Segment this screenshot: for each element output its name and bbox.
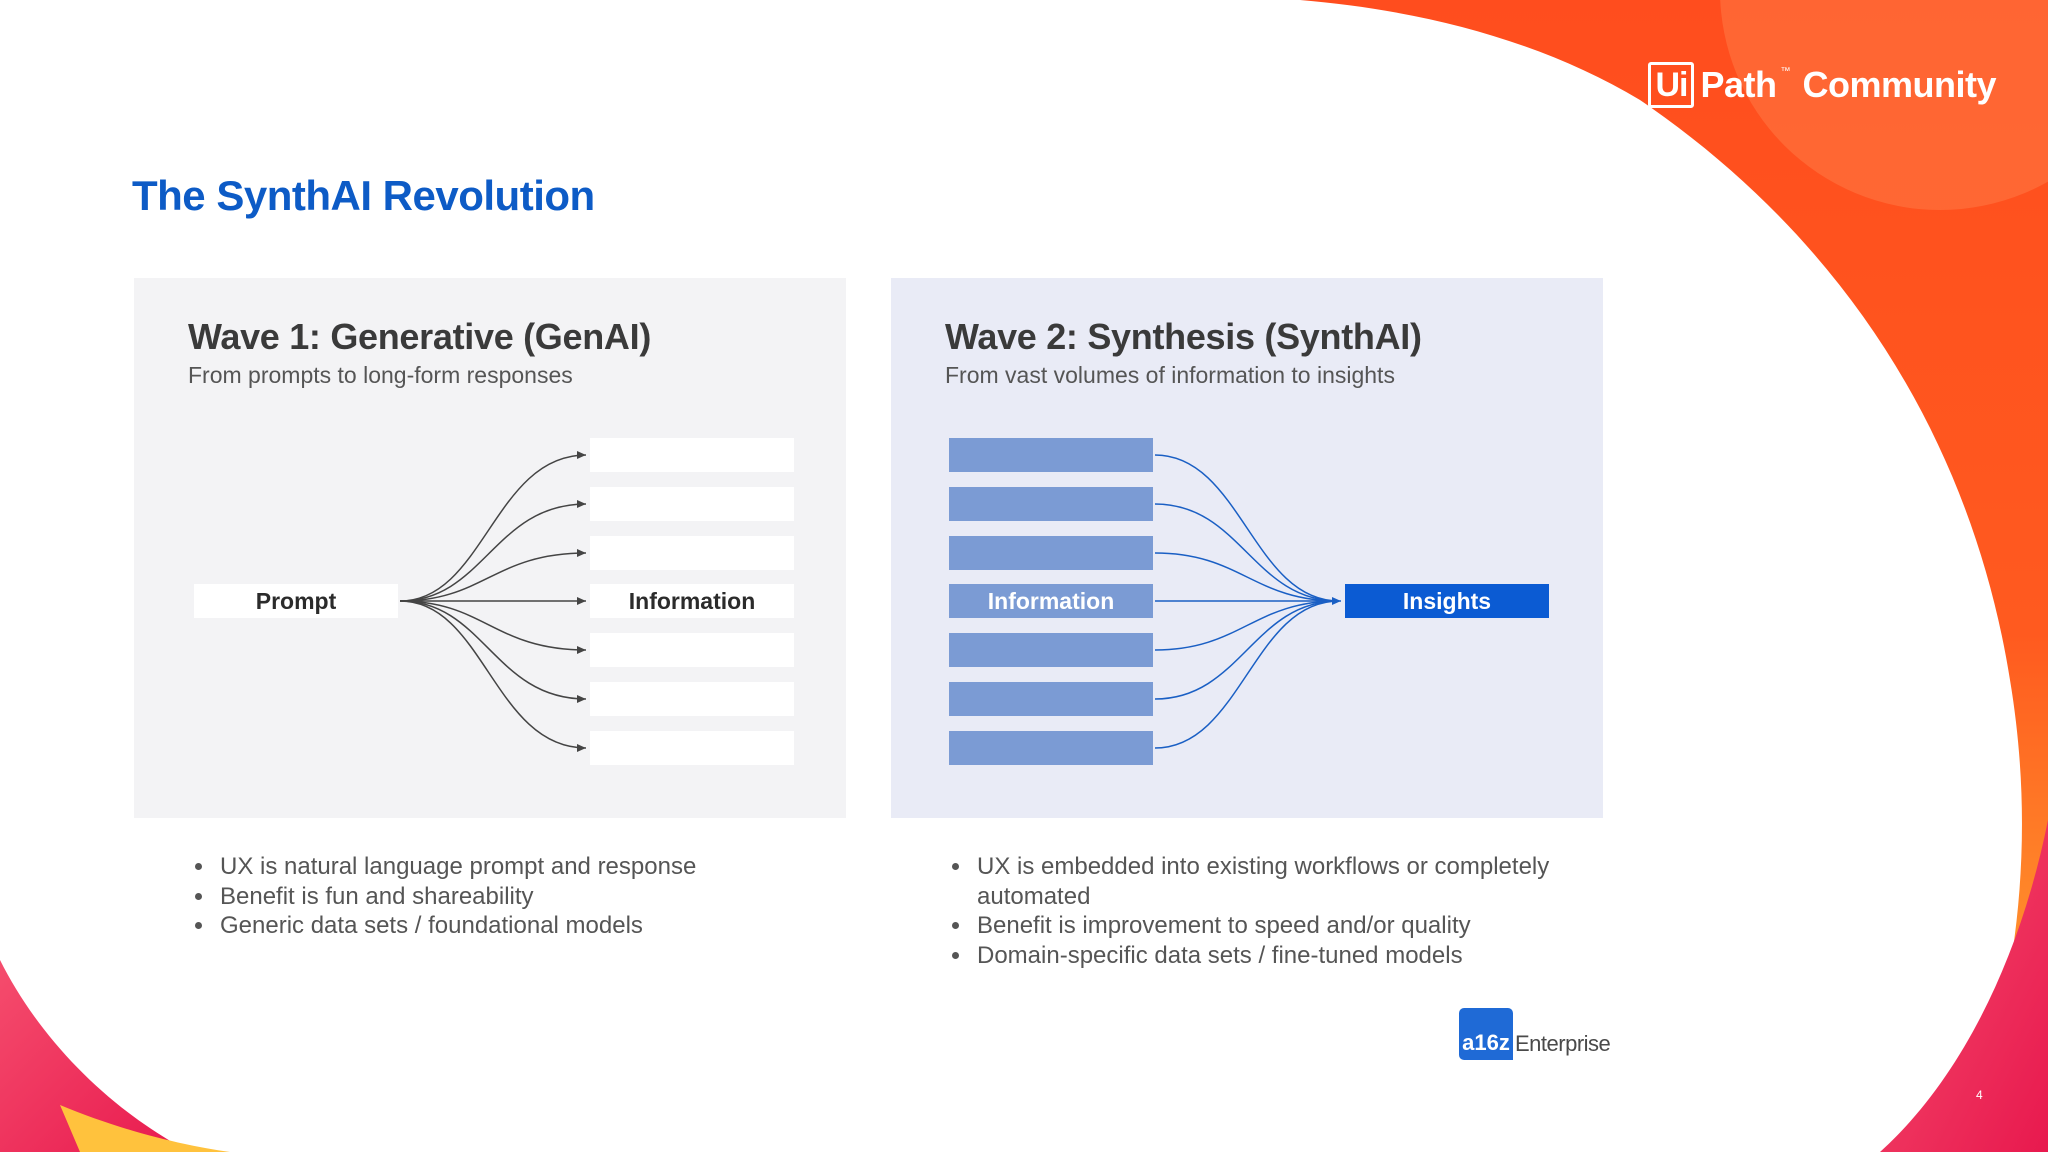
wave1-diagram [194,438,794,765]
fan-arrow-1 [399,451,587,602]
response-box-4 [590,584,794,618]
pink-swoosh-left [0,960,190,1152]
wave1-subtitle: From prompts to long-form responses [188,362,573,388]
info-bar-1 [949,438,1153,472]
logo-trademark: ™ [1780,65,1791,77]
a16z-enterprise-word: Enterprise [1515,1031,1611,1056]
insights-box [1345,584,1549,618]
response-box-3 [590,536,794,570]
pink-swoosh-right [1880,820,2048,1152]
a16z-enterprise-logo: a16z Enterprise [1459,1008,1611,1060]
bullet-item: Generic data sets / foundational models [216,911,776,941]
merge-curve-2 [1154,503,1340,602]
info-bar-6 [949,682,1153,716]
bullet-item: UX is embedded into existing workflows o… [973,852,1623,911]
info-bar-7 [949,731,1153,765]
fan-arrow-2 [399,500,587,602]
prompt-box [194,584,398,618]
wave2-heading: Wave 2: Synthesis (SynthAI) [945,316,1422,357]
response-box-7 [590,731,794,765]
orange-swoosh [1300,0,2048,1152]
info-bar-5 [949,633,1153,667]
response-box-2 [590,487,794,521]
fan-arrow-6 [399,600,587,703]
yellow-swoosh-left [60,1105,230,1152]
merge-curve-6 [1154,600,1340,700]
page-number: 4 [1976,1088,1983,1102]
bullet-item: Benefit is fun and shareability [216,882,776,912]
insights-label: Insights [1402,588,1492,614]
information-bar-label: Information [987,588,1115,614]
bullet-item: Benefit is improvement to speed and/or q… [973,911,1623,941]
fan-arrow-7 [399,600,587,752]
wave1-panel: Wave 1: Generative (GenAI) From prompts … [134,278,846,818]
fan-arrow-5 [399,600,587,654]
slide-title: The SynthAI Revolution [132,172,595,219]
wave1-bullets: UX is natural language prompt and respon… [190,852,776,941]
info-bar-4 [949,584,1153,618]
merge-curve-3 [1154,552,1340,602]
fan-arrow-3 [399,549,587,602]
wave2-diagram [949,438,1549,765]
bullet-item: Domain-specific data sets / fine-tuned m… [973,941,1623,971]
information-label: Information [628,588,756,614]
light-circle [1720,0,2048,210]
logo-suffix: Community [1802,64,1997,105]
response-box-1 [590,438,794,472]
merge-curve-7 [1154,600,1340,749]
bullet-item: UX is natural language prompt and respon… [216,852,776,882]
info-bar-3 [949,536,1153,570]
response-box-6 [590,682,794,716]
logo-word: Path [1700,64,1777,105]
wave2-bullets: UX is embedded into existing workflows o… [947,852,1623,970]
uipath-community-logo: Ui Path ™ Community [1648,62,1996,108]
info-bar-2 [949,487,1153,521]
wave2-subtitle: From vast volumes of information to insi… [945,362,1395,388]
logo-box: Ui [1648,62,1695,108]
merge-curve-5 [1154,600,1340,651]
merge-curve-1 [1154,454,1340,602]
response-box-5 [590,633,794,667]
wave2-panel: Wave 2: Synthesis (SynthAI) From vast vo… [891,278,1603,818]
prompt-label: Prompt [255,588,337,614]
a16z-mark: a16z [1459,1008,1513,1060]
wave1-heading: Wave 1: Generative (GenAI) [188,316,652,357]
